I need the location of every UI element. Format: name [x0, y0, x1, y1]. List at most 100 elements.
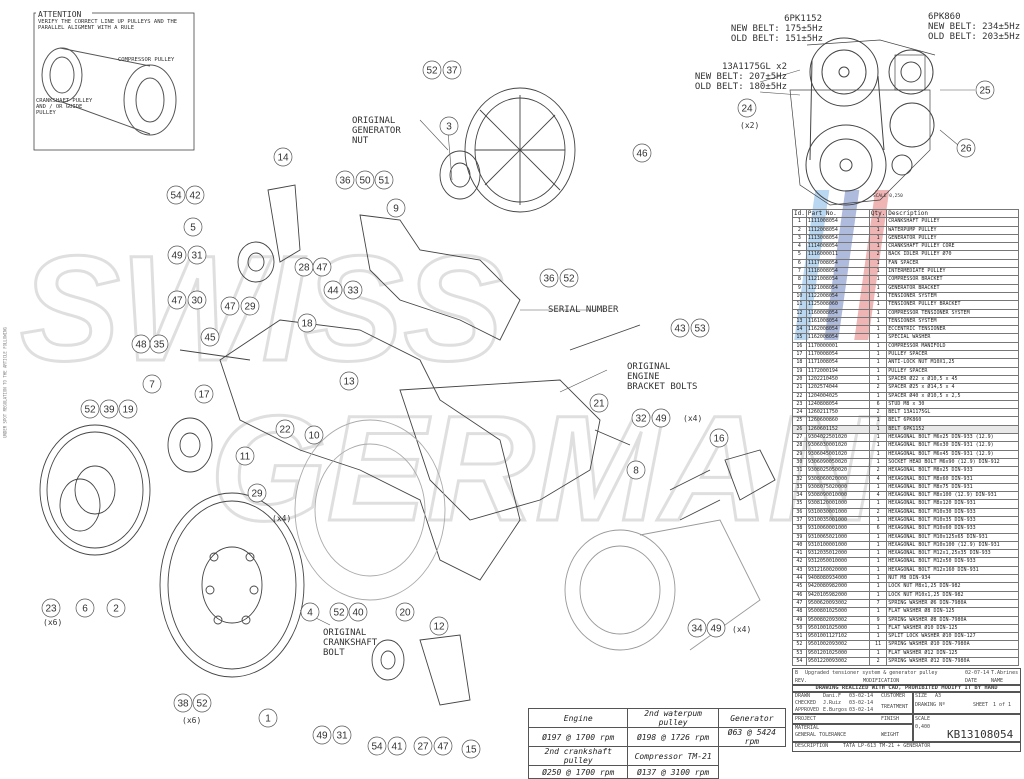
revision-date: 02-07-14: [965, 670, 990, 676]
part-id: 17: [792, 350, 807, 360]
part-description: FLAT WASHER Ø12 DIN-125: [886, 648, 1019, 659]
part-description: ECCENTRIC TENSIONER: [886, 325, 1019, 335]
serial-number-note: SERIAL NUMBER: [548, 305, 619, 315]
callout-circle: [348, 602, 368, 622]
part-description: SPACER Ø25 x Ø14,5 x 4: [886, 383, 1019, 393]
callout-circle: [367, 736, 387, 756]
callout-label: 28: [298, 263, 310, 274]
part-number: 1202210450: [805, 374, 870, 385]
callout-circle: [75, 598, 95, 618]
approval-block: DRAWN Dani.F 03-02-14 CHECKED J.Ruiz 03-…: [792, 691, 914, 715]
part-id: 15: [792, 333, 807, 343]
part-id: 5: [792, 250, 807, 260]
callout-label: 29: [244, 302, 256, 313]
part-qty: 4: [868, 491, 888, 501]
part-qty: 6: [868, 399, 888, 410]
part-number: 1160008054: [805, 308, 870, 318]
callout-circle: [355, 170, 375, 190]
callout-circle: [706, 618, 726, 638]
callout-label: 52: [84, 405, 96, 416]
callout-label: 52: [333, 608, 345, 619]
callout-circle: [187, 245, 207, 265]
part-qty: 1: [868, 374, 888, 385]
part-number: 9312050010000: [805, 557, 870, 567]
compressor-pulley-label: COMPRESSOR PULLEY: [118, 57, 175, 63]
callout-circle: [626, 460, 646, 480]
callout-circle: [433, 736, 453, 756]
part-id: 22: [792, 391, 807, 401]
part-description: SPRING WASHER Ø6 DIN-7980A: [886, 598, 1019, 609]
callout-label: 54: [170, 191, 182, 202]
callout-label: 19: [122, 405, 134, 416]
part-id: 32: [792, 474, 807, 484]
part-description: HEXAGONAL BOLT M12x1,25x35 DIN-933: [886, 549, 1019, 559]
part-id: 23: [792, 399, 807, 410]
part-description: HEXAGONAL BOLT M10x100 (12.9) DIN-931: [886, 540, 1019, 551]
callout-label: 49: [316, 731, 328, 742]
callout-circle: [240, 296, 260, 316]
exploded-parts: [39, 87, 776, 706]
callout-circle: [975, 80, 995, 100]
part-id: 31: [792, 466, 807, 476]
callout-label: 34: [691, 624, 703, 635]
callout-circle: [413, 736, 433, 756]
part-qty: 1: [868, 366, 888, 376]
part-id: 26: [792, 424, 807, 435]
callout-circle: [539, 268, 559, 288]
callout-label: 7: [149, 380, 155, 391]
drawing-no-label: DRAWING Nº: [915, 702, 946, 708]
callout-label: 53: [694, 324, 706, 335]
part-qty: 1: [868, 482, 888, 493]
part-id: 8: [792, 275, 807, 285]
specs-cell: 2nd crankshaft pulley: [527, 746, 629, 766]
part-qty: 11: [868, 640, 888, 650]
part-qty: 1: [868, 242, 888, 252]
callout-circle: [461, 739, 481, 759]
part-number: 9306030001020: [805, 441, 870, 451]
part-description: PULLEY SPACER: [886, 350, 1019, 360]
part-qty: 1: [868, 582, 888, 592]
part-description: SOCKET HEAD BOLT M6x90 (12.9) DIN-912: [886, 457, 1019, 468]
part-id: 11: [792, 300, 807, 310]
callout-circle: [192, 693, 212, 713]
part-number: 1170000001: [805, 341, 870, 352]
callout-label: 4: [307, 608, 313, 619]
part-description: BACK IDLER PULLEY Ø70: [886, 250, 1019, 260]
callout-label: 30: [191, 296, 203, 307]
part-number: 1260600860: [805, 416, 870, 426]
part-qty: 2: [868, 383, 888, 393]
part-id: 30: [792, 457, 807, 468]
callout-circle: [339, 371, 359, 391]
part-number: 9310065021000: [805, 532, 870, 542]
callout-label: 22: [279, 425, 291, 436]
callout-circle: [183, 217, 203, 237]
part-id: 49: [792, 615, 807, 625]
part-qty: 1: [868, 648, 888, 659]
callout-label: 42: [189, 191, 201, 202]
part-qty: 1: [868, 632, 888, 642]
part-qty: 4: [868, 474, 888, 484]
callout-label: 6: [82, 604, 88, 615]
part-description: SPACER Ø40 x Ø10,5 x 2,5: [886, 391, 1019, 401]
part-id: 48: [792, 607, 807, 617]
part-description: SPACER Ø22 x Ø10,5 x 45: [886, 374, 1019, 385]
part-number: 1112008054: [805, 225, 870, 235]
callout-circle: [709, 428, 729, 448]
tolerance-label: GENERAL TOLERANCE: [795, 732, 847, 738]
part-id: 27: [792, 432, 807, 443]
callout-circle: [247, 483, 267, 503]
